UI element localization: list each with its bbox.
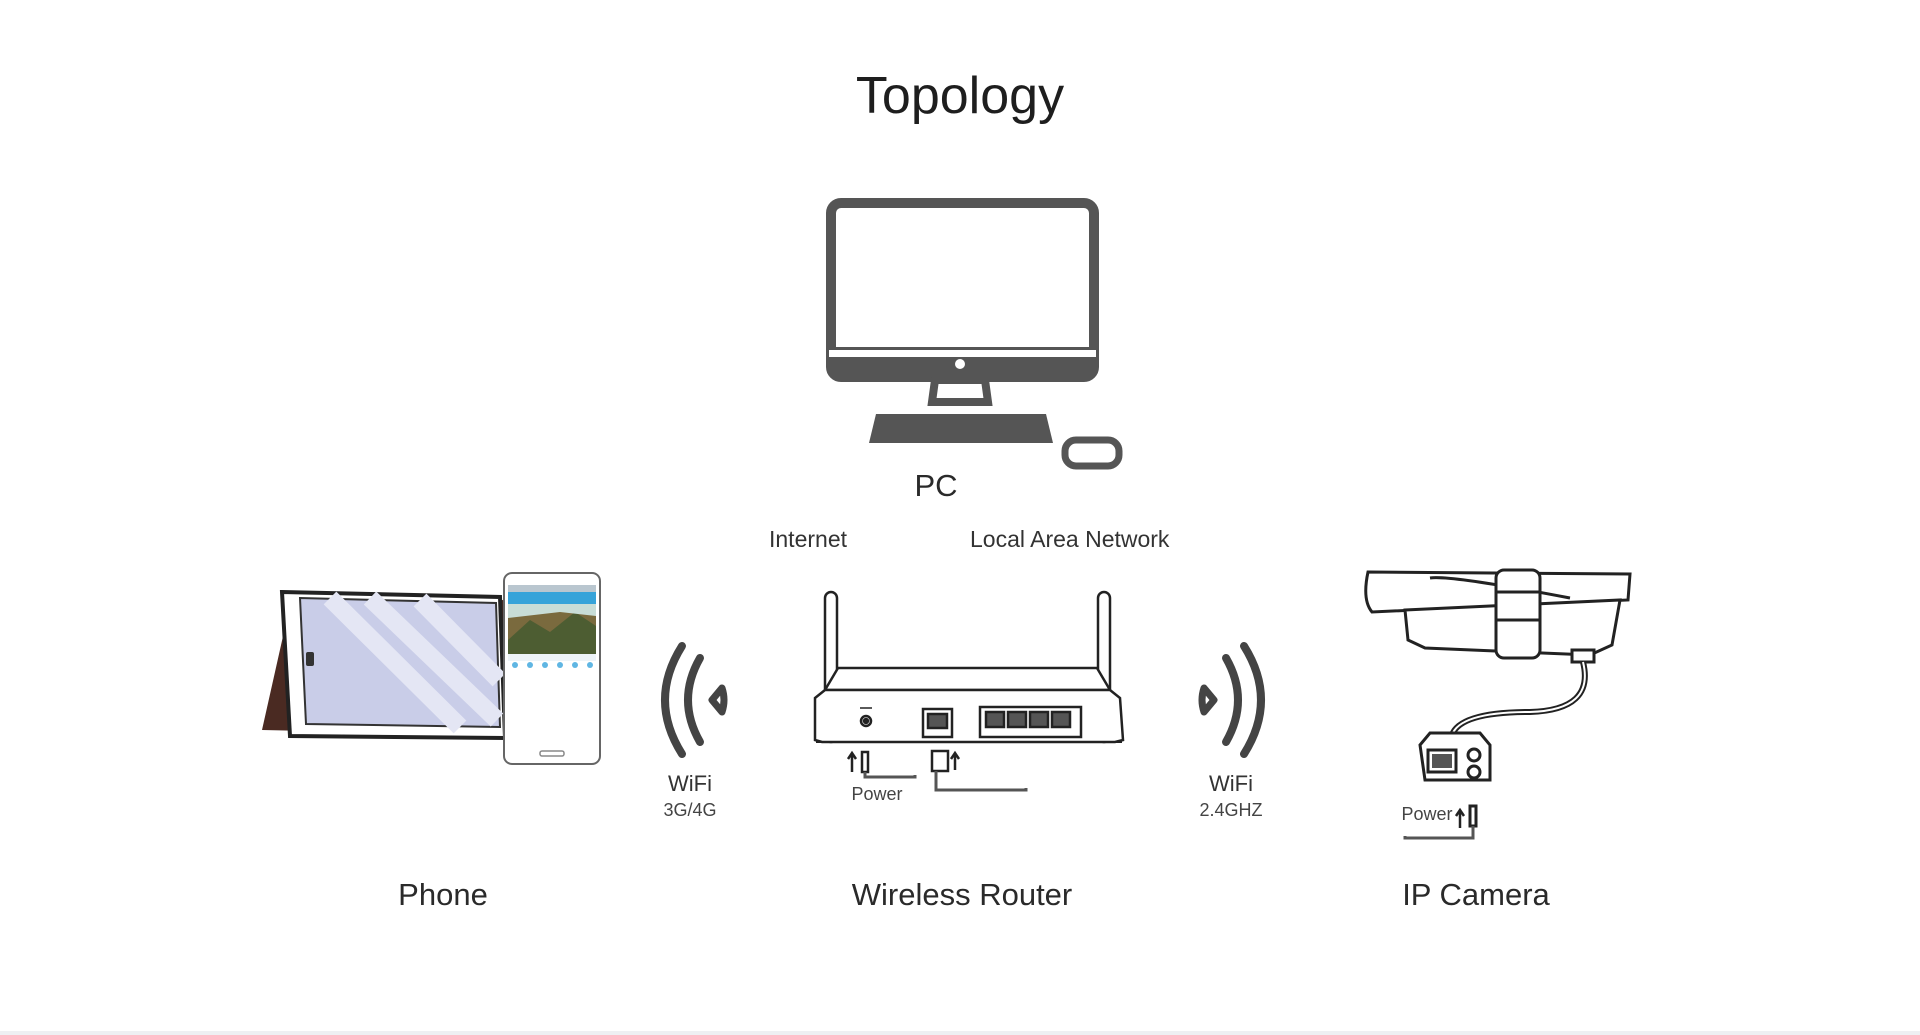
- router-power-label: Power: [851, 784, 903, 804]
- wifi-signal-right-icon: [1198, 642, 1265, 758]
- router-label: Wireless Router: [851, 877, 1073, 912]
- internet-label: Internet: [769, 526, 847, 552]
- router-icon: [813, 590, 1125, 792]
- wifi-left-band: 3G/4G: [663, 800, 717, 820]
- pc-label: PC: [914, 468, 958, 503]
- wifi-right-label: WiFi: [1209, 771, 1253, 796]
- wifi-right-band: 2.4GHZ: [1199, 800, 1263, 820]
- pc-icon: [826, 198, 1123, 470]
- wifi-signal-left-icon: [661, 642, 728, 758]
- phone-icon: [503, 572, 601, 765]
- camera-power-label: Power: [1401, 804, 1453, 824]
- page-title: Topology: [855, 67, 1065, 125]
- tablet-icon: [262, 589, 508, 741]
- phone-label: Phone: [398, 877, 488, 912]
- ip-camera-icon: [1364, 568, 1632, 840]
- wifi-left-label: WiFi: [668, 771, 712, 796]
- lan-label: Local Area Network: [970, 526, 1170, 552]
- camera-label: IP Camera: [1402, 877, 1550, 912]
- bottom-divider: [0, 1031, 1920, 1035]
